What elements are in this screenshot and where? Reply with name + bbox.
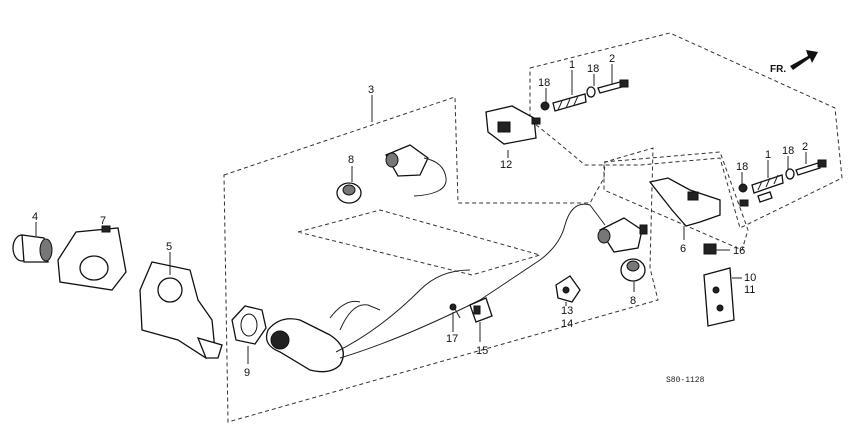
callout-7: 7 <box>100 215 106 227</box>
callout-8-lower: 8 <box>630 295 636 307</box>
mounting-bracket-part <box>139 261 223 359</box>
callout-9: 9 <box>244 367 250 379</box>
grommet-lower-part <box>620 258 646 282</box>
direction-label: FR. <box>770 64 786 75</box>
bracket-6-part <box>648 177 773 227</box>
right-sensor-part <box>597 217 648 253</box>
bracket-12-part <box>485 105 541 145</box>
callout-15: 15 <box>476 345 488 357</box>
callout-4: 4 <box>32 211 38 223</box>
group-outlines <box>223 32 843 423</box>
callout-2-top: 2 <box>609 53 615 65</box>
callout-8-upper: 8 <box>348 154 354 166</box>
switch-assembly-part <box>265 203 606 373</box>
callout-18-top-left: 18 <box>538 77 550 89</box>
callouts: 3 4 7 5 8 9 12 18 1 18 2 18 1 18 2 6 16 … <box>32 53 808 379</box>
callout-18-top-right: 18 <box>587 63 599 75</box>
front-direction-arrow-icon <box>790 50 818 70</box>
bulb-socket-13-14-part <box>555 275 581 303</box>
callout-17: 17 <box>446 333 458 345</box>
grommet-upper-part <box>336 182 362 204</box>
callout-18-right-right: 18 <box>782 145 794 157</box>
callout-3: 3 <box>368 84 374 96</box>
clip-16-part <box>703 243 717 255</box>
callout-10: 10 <box>744 272 756 284</box>
clip-15-part <box>469 297 493 323</box>
callout-18-right-left: 18 <box>736 161 748 173</box>
callout-14: 14 <box>561 318 573 330</box>
callout-16: 16 <box>733 245 745 257</box>
ring-nut-part <box>231 305 267 345</box>
knob-part <box>12 234 53 263</box>
upper-sensor-part <box>385 144 447 197</box>
spring-screw-set-right <box>738 159 827 194</box>
callout-1-right: 1 <box>765 149 771 161</box>
leader-lines <box>35 64 807 364</box>
plate-10-11-part <box>703 267 735 327</box>
diagram-code: S80-1128 <box>666 376 705 385</box>
callout-1-top: 1 <box>569 59 575 71</box>
callout-5: 5 <box>166 241 172 253</box>
callout-2-right: 2 <box>802 141 808 153</box>
callout-6: 6 <box>680 243 686 255</box>
callout-11: 11 <box>744 284 755 296</box>
callout-13: 13 <box>561 305 573 317</box>
spring-screw-set-top <box>540 79 629 112</box>
callout-12: 12 <box>500 159 512 171</box>
bezel-plate-part <box>57 225 127 291</box>
screw-17-part <box>449 303 461 319</box>
